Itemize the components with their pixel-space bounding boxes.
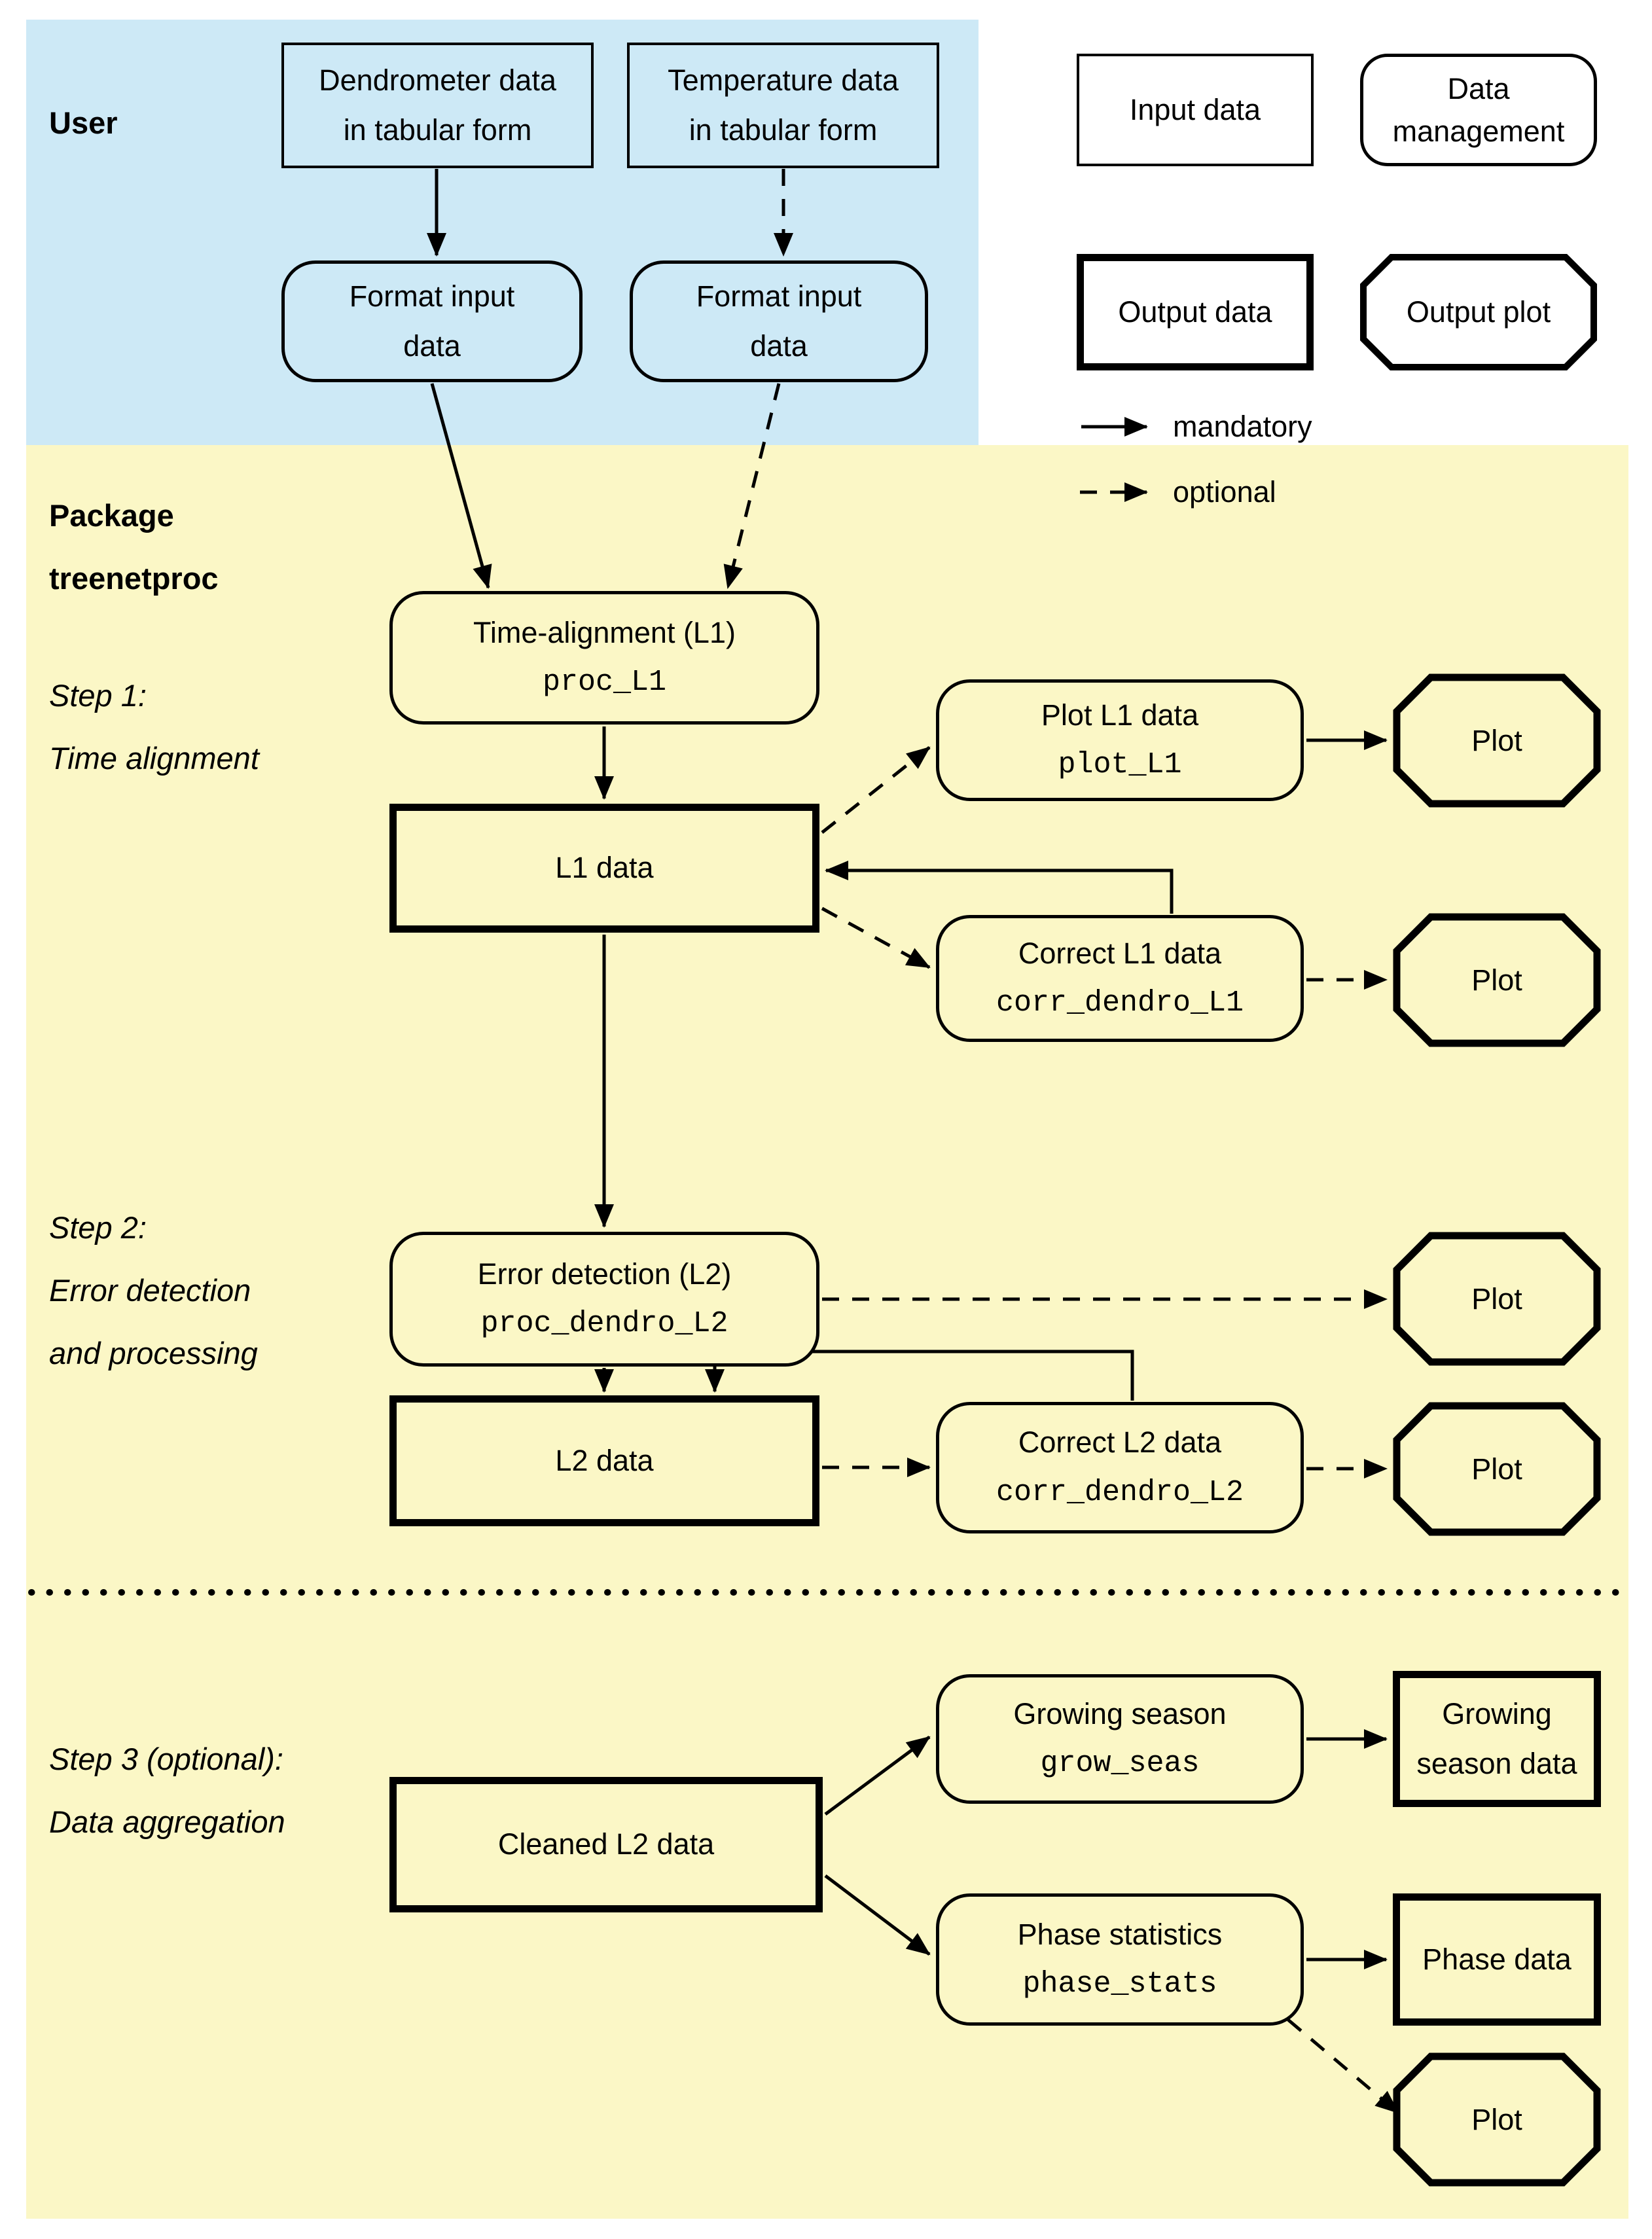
package-title-line1: Package <box>49 498 174 533</box>
node-plot-output-5: Plot <box>1393 2052 1601 2187</box>
arrow-cleanedl2-to-phasestats <box>824 1874 931 1956</box>
octagon-shape <box>1393 913 1601 1047</box>
arrow-l1-to-plotl1 <box>821 746 931 834</box>
octagon-shape <box>1360 254 1597 370</box>
arrow-cleanedl2-to-growseas <box>824 1735 931 1816</box>
node-plot-output-3: Plot <box>1393 1232 1601 1366</box>
package-title-line2: treenetproc <box>49 561 219 596</box>
arrow-phasestats-to-plot <box>1287 2018 1399 2114</box>
user-region-title: User <box>49 105 118 140</box>
arrow-correctl2-to-l2-feedback <box>705 1350 1134 1401</box>
node-plot-output-4: Plot <box>1393 1402 1601 1536</box>
arrow-correctl1-to-l1-feedback <box>825 861 1174 914</box>
node-cleaned-l2-data: Cleaned L2 data <box>389 1777 823 1912</box>
node-l2-data: L2 data <box>389 1395 819 1526</box>
octagon-shape <box>1393 673 1601 808</box>
legend-output-data: Output data <box>1077 254 1314 370</box>
legend-input-data: Input data <box>1077 54 1314 166</box>
step1-label: Step 1:Time alignment <box>49 678 259 776</box>
arrow-l1-to-correctl1 <box>821 906 931 969</box>
octagon-shape <box>1393 1232 1601 1366</box>
node-l1-data: L1 data <box>389 804 819 933</box>
legend-optional-label: optional <box>1173 475 1276 509</box>
package-region-title: Package treenetproc <box>49 484 219 610</box>
node-time-alignment: Time-alignment (L1)proc_L1 <box>389 591 819 725</box>
arrow-format1-to-timealign <box>430 383 492 589</box>
octagon-shape <box>1393 1402 1601 1536</box>
legend-mandatory-label: mandatory <box>1173 410 1312 443</box>
node-error-detection: Error detection (L2)proc_dendro_L2 <box>389 1232 819 1367</box>
node-plot-output-1: Plot <box>1393 673 1601 808</box>
legend-output-plot: Output plot <box>1360 254 1597 370</box>
arrow-format2-to-timealign <box>723 383 781 589</box>
step3-label: Step 3 (optional):Data aggregation <box>49 1742 285 1839</box>
node-plot-output-2: Plot <box>1393 913 1601 1047</box>
node-phase-data: Phase data <box>1393 1893 1601 2026</box>
